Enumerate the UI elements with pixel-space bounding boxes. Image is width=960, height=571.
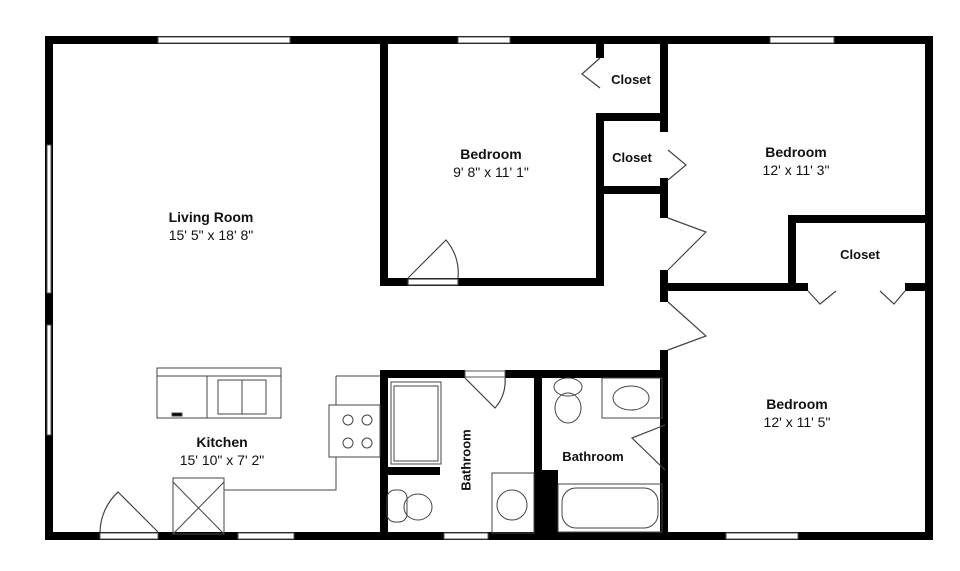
room-dimensions: 12' x 11' 5" [763, 414, 831, 430]
doors [99, 57, 906, 533]
room-closet-1: Closet [611, 72, 651, 87]
room-dimensions: 15' 10" x 7' 2" [179, 452, 265, 468]
room-kitchen: Kitchen 15' 10" x 7' 2" [180, 434, 265, 469]
room-bedroom-1: Bedroom 9' 8" x 11' 1" [453, 146, 529, 181]
room-name: Kitchen [196, 434, 248, 450]
bath-fixtures [386, 377, 663, 534]
room-bedroom-2: Bedroom 12' x 11' 3" [763, 144, 830, 179]
room-name: Living Room [168, 209, 254, 225]
room-name: Bedroom [460, 146, 522, 162]
room-dimensions: 15' 5" x 18' 8" [168, 227, 254, 243]
room-dimensions: 12' x 11' 3" [762, 162, 830, 178]
room-bathroom-2: Bathroom [562, 449, 624, 464]
room-closet-2: Closet [612, 150, 652, 165]
windows [46, 36, 835, 540]
room-bathroom-1: Bathroom [458, 429, 474, 491]
room-dimensions: 9' 8" x 11' 1" [453, 164, 529, 180]
room-living-room: Living Room 15' 5" x 18' 8" [169, 209, 254, 244]
room-bedroom-3: Bedroom 12' x 11' 5" [764, 396, 831, 431]
room-name: Bedroom [765, 144, 827, 160]
room-name: Bedroom [766, 396, 828, 412]
kitchen-fixtures [156, 367, 381, 535]
room-closet-3: Closet [840, 247, 880, 262]
walls [45, 36, 933, 540]
